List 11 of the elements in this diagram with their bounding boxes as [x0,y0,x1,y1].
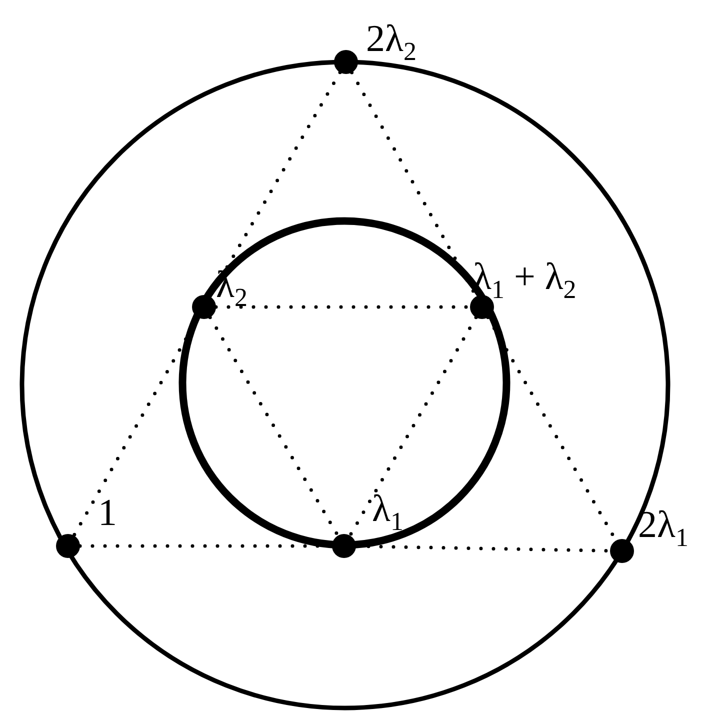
vertex-label: λ$_{1}$ [372,490,404,528]
vertex-label: 2λ$_{1}$ [638,506,688,544]
vertex-dot [470,295,494,319]
dotted-line [348,316,478,538]
vertex-dot [334,50,358,74]
vertex-dot [56,534,80,558]
vertex-label: 2λ$_{2}$ [366,20,416,58]
dotted-line [208,316,340,538]
vertex-label: 1 [98,494,117,532]
vertex-dot [610,539,634,563]
vertex-dot [192,295,216,319]
